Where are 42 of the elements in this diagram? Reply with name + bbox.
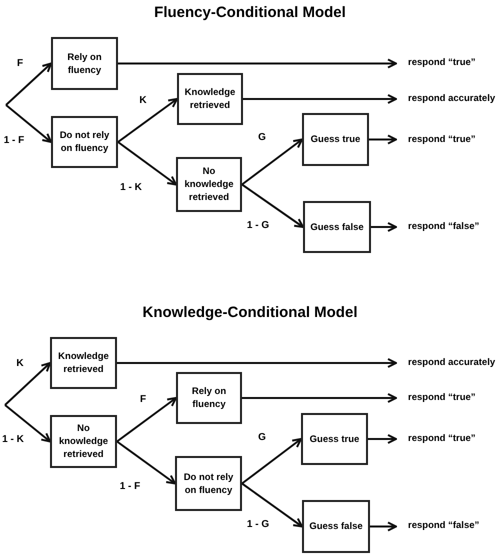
- process-box: Guess true: [302, 113, 369, 166]
- arrow: [371, 222, 397, 232]
- arrow: [242, 393, 397, 403]
- arrow: [241, 438, 302, 484]
- arrow: [116, 440, 176, 484]
- process-box: Rely on fluency: [51, 37, 118, 90]
- arrow: [5, 104, 52, 143]
- arrow: [4, 404, 51, 442]
- process-box: Do not rely on fluency: [51, 116, 118, 168]
- arrow: [368, 434, 397, 444]
- arrow: [4, 362, 51, 406]
- arrow: [117, 98, 178, 143]
- process-box: No knowledge retrieved: [176, 157, 242, 212]
- arrow: [241, 482, 303, 528]
- process-box: No knowledge retrieved: [50, 415, 117, 468]
- arrow: [241, 138, 303, 186]
- diagram-title: Fluency-Conditional Model: [153, 4, 347, 22]
- arrow: [118, 58, 397, 68]
- outcome-text: respond “true”: [408, 134, 498, 146]
- arrow: [370, 522, 397, 532]
- arrow: [117, 358, 397, 368]
- process-box: Guess true: [301, 413, 368, 465]
- outcome-text: respond accurately: [408, 357, 499, 369]
- arrow: [243, 94, 397, 104]
- process-box: Guess false: [303, 201, 371, 253]
- outcome-text: respond accurately: [408, 93, 499, 105]
- arrow: [116, 397, 177, 442]
- process-box: Knowledge retrieved: [50, 337, 117, 389]
- process-box: Do not rely on fluency: [175, 456, 242, 511]
- arrow: [241, 184, 304, 228]
- outcome-text: respond “true”: [408, 392, 498, 404]
- outcome-text: respond “true”: [408, 433, 498, 445]
- outcome-text: respond “false”: [408, 221, 498, 233]
- section-heading: Knowledge-Conditional Model: [142, 304, 358, 322]
- arrow: [369, 134, 397, 144]
- arrow: [117, 141, 177, 186]
- process-box: Knowledge retrieved: [177, 73, 243, 125]
- process-box: Guess false: [302, 500, 370, 553]
- outcome-text: respond “false”: [408, 520, 498, 532]
- arrow: [5, 62, 52, 106]
- outcome-text: respond “true”: [408, 57, 498, 69]
- process-box: Rely on fluency: [176, 372, 242, 424]
